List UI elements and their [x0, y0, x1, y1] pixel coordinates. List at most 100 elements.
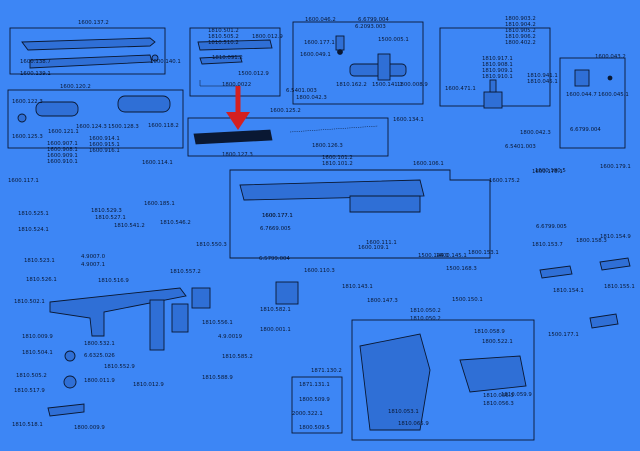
part-number-label: 1600.175.2 [489, 178, 520, 184]
part-number-label: 6.2093.003 [355, 24, 386, 30]
cylinder-seal-part [17, 113, 27, 123]
trigger-weight-part [63, 375, 77, 389]
part-number-label: 1810.906.2 [505, 34, 536, 40]
part-number-label: 1600.122.3 [12, 99, 43, 105]
part-number-label: 1810.059.9 [501, 392, 532, 398]
part-number-label: 6.6325.026 [84, 353, 115, 359]
part-number-label: 1600.109.1 [358, 245, 389, 251]
group-box-receiver [229, 169, 491, 259]
part-number-label: 1810.552.9 [104, 364, 135, 370]
part-number-label: 1600.908.1 [47, 147, 78, 153]
part-number-label: 1800.0022 [222, 82, 251, 88]
part-number-label: 1600.185.1 [144, 201, 175, 207]
part-number-label: 1871.130.2 [311, 368, 342, 374]
cocking-arm-part [589, 313, 619, 329]
part-number-label: 1810.501.2 [208, 28, 239, 34]
part-number-label: 1810.154.1 [553, 288, 584, 294]
part-number-label: 1600.140.1 [150, 59, 181, 65]
receiver-part [239, 179, 425, 201]
part-number-label: 1810.908.1 [482, 62, 513, 68]
part-number-label: 1810.518.1 [12, 422, 43, 428]
group-box-loading-lever [189, 27, 281, 97]
part-number-label: 1810.053.1 [388, 409, 419, 415]
trigger-blade-part [149, 299, 165, 351]
safety-block-part [483, 91, 503, 109]
part-number-label: 6.7669.005 [260, 226, 291, 232]
part-number-label: 1800.126.3 [312, 143, 343, 149]
lever-pin-part [151, 54, 159, 62]
part-number-label: 1500.150.1 [452, 297, 483, 303]
group-box-springs [187, 117, 389, 157]
part-number-label: 6.6799.004 [570, 127, 601, 133]
group-box-grip [351, 319, 535, 441]
part-number-label: 1810.154.9 [600, 234, 631, 240]
part-number-label: 1600.125.2 [270, 108, 301, 114]
trigger-spring-part [64, 350, 76, 362]
part-number-label: 1810.582.1 [260, 307, 291, 313]
part-number-label: 1600.044.7 [566, 92, 597, 98]
part-number-label: 6.5401.003 [286, 88, 317, 94]
part-number-label: 1810.529.3 [91, 208, 122, 214]
part-number-label: 1600.043.2 [595, 54, 626, 60]
part-number-label: 1810.155.1 [604, 284, 635, 290]
part-number-label: 6.5401.003 [505, 144, 536, 150]
part-number-label: 4.9007.1 [81, 262, 105, 268]
part-number-label: 1600.915.1 [89, 142, 120, 148]
group-box-handle [9, 27, 166, 75]
part-number-label: 1600.121.1 [48, 129, 79, 135]
part-number-label: 1810.505.2 [208, 34, 239, 40]
part-number-label: 1810.505.2 [16, 373, 47, 379]
guide-spring-part [289, 125, 379, 133]
part-number-label: 1810.524.1 [18, 227, 49, 233]
part-number-label: 4.9.0019 [218, 334, 243, 340]
part-number-label: 1810.502.1 [14, 299, 45, 305]
group-box-air-valve [292, 21, 424, 105]
part-number-label: 1600.177.1 [262, 213, 293, 219]
part-number-label: 1810.909.1 [482, 68, 513, 74]
part-number-label: 1600.114.1 [142, 160, 173, 166]
part-number-label: 1800.522.1 [482, 339, 513, 345]
sear-part [171, 303, 189, 333]
part-number-label: 1810.550.3 [196, 242, 227, 248]
part-number-label: 1810.056.3 [483, 401, 514, 407]
part-number-label: 1810.091.2 [212, 55, 243, 61]
part-number-label: 1600.046.2 [305, 17, 336, 23]
part-number-label: 1810.525.1 [18, 211, 49, 217]
safety-lever-part [539, 265, 573, 279]
part-number-label: 1810.065.9 [398, 421, 429, 427]
part-number-label: 1810.556.1 [202, 320, 233, 326]
part-number-label: 1600.120.2 [60, 84, 91, 90]
part-number-label: 1600.909.1 [47, 153, 78, 159]
part-number-label: 1500.012.9 [238, 71, 269, 77]
part-number-label: 1600.914.1 [89, 136, 120, 142]
cylinder-part [35, 101, 79, 117]
part-number-label: 1810.045.1 [527, 79, 558, 85]
part-number-label: 1600.101.2 [322, 155, 353, 161]
part-number-label: 1810.588.9 [202, 375, 233, 381]
part-number-label: 1810.917.1 [482, 56, 513, 62]
valve-stem-part [377, 53, 391, 81]
part-number-label: 1600.179.1 [600, 164, 631, 170]
part-number-label: 1600.177.1 [304, 40, 335, 46]
part-number-label: 6.5799.004 [259, 256, 290, 262]
part-number-label: 6.6799.005 [536, 224, 567, 230]
part-number-label: 6.6799.004 [358, 17, 389, 23]
sight-rail-part [197, 39, 273, 51]
part-number-label: 1810.527.1 [95, 215, 126, 221]
valve-knob-part [335, 35, 345, 51]
part-number-label: 1800.147.3 [367, 298, 398, 304]
part-number-label: 1800.532.1 [84, 341, 115, 347]
piston-part [117, 95, 171, 113]
part-number-label: 1810.153.7 [532, 242, 563, 248]
part-number-labels: 1600.137.21600.138.71600.139.11600.140.1… [8, 16, 635, 431]
part-number-label: 1500.144.1 [418, 253, 449, 259]
part-number-label: 1600.106.1 [413, 161, 444, 167]
part-number-label: 1500.177.1 [548, 332, 579, 338]
part-number-label: 1600.124.3 [76, 124, 107, 130]
part-number-label: 1600.110.3 [304, 268, 335, 274]
part-number-label: 1500.128.3 [108, 124, 139, 130]
trigger-guard-part [275, 281, 299, 305]
part-number-label: 1810.009.9 [22, 334, 53, 340]
